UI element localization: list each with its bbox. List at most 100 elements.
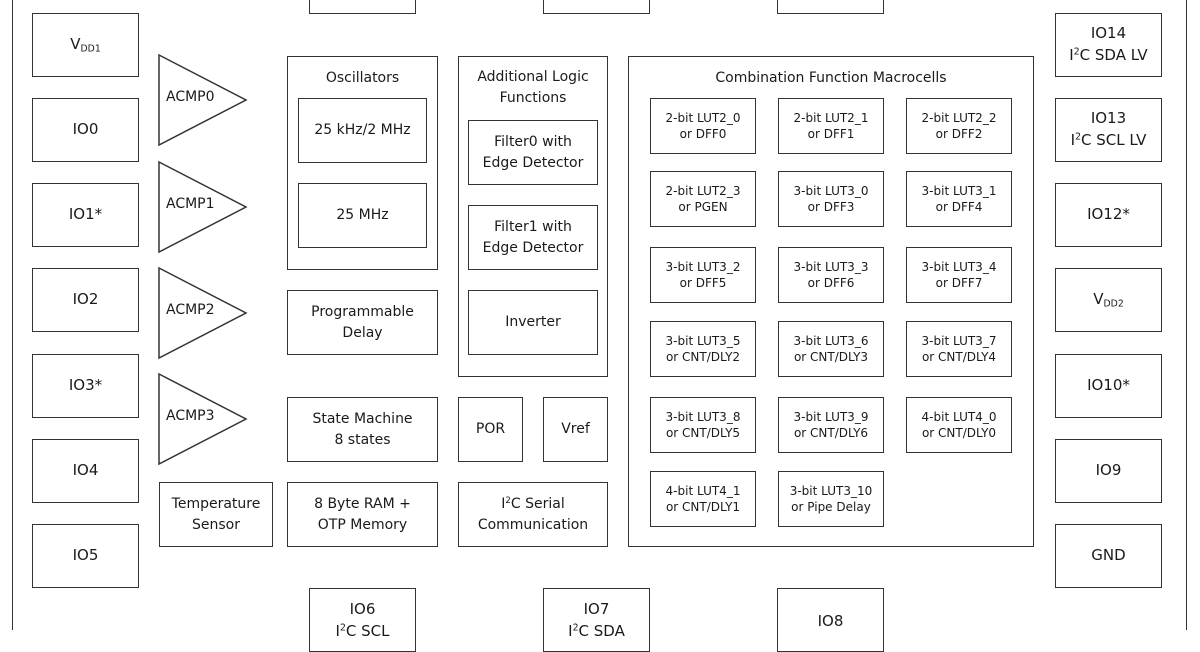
block-label: Filter1 with — [494, 219, 572, 236]
pin-label: IO13 — [1090, 109, 1127, 128]
acmp3-triangle — [158, 372, 248, 466]
pin-label-i: I — [1069, 46, 1074, 64]
oscillator-25mhz: 25 MHz — [298, 183, 427, 248]
top-pin-1 — [309, 0, 416, 14]
macrocell-line2: or CNT/DLY5 — [665, 426, 741, 440]
macrocell-line2: or Pipe Delay — [791, 500, 871, 514]
pin-label: GND — [1091, 546, 1126, 565]
oscillators-title: Oscillators — [325, 70, 400, 86]
block-label: State Machine — [312, 411, 413, 428]
macrocell-line2: or DFF6 — [807, 276, 855, 290]
pin-label-i: I — [568, 621, 573, 640]
macrocell-line1: 3-bit LUT3_1 — [921, 183, 997, 198]
pin-label-rest: C SDA — [578, 621, 625, 640]
pin-io4: IO4 — [32, 439, 139, 503]
macrocells-title: Combination Function Macrocells — [715, 70, 947, 86]
block-label: POR — [475, 421, 506, 438]
macrocell-line2: or DFF2 — [935, 127, 983, 141]
macrocell-line1: 3-bit LUT3_2 — [665, 259, 741, 274]
block-label: Vref — [561, 421, 590, 438]
macrocell-line2: or DFF3 — [807, 200, 855, 214]
macrocell-line1: 3-bit LUT3_6 — [793, 333, 869, 348]
pin-label: V — [70, 35, 81, 54]
block-label: Edge Detector — [482, 239, 584, 256]
macrocell-line1: 3-bit LUT3_0 — [793, 183, 869, 198]
block-label-i: I — [501, 496, 506, 513]
macrocell-line1: 2-bit LUT2_3 — [665, 183, 741, 198]
macrocell-line2: or DFF5 — [679, 276, 727, 290]
macrocell-line1: 3-bit LUT3_3 — [793, 259, 869, 274]
pin-label-rest: C SDA LV — [1079, 46, 1148, 64]
pin-io2: IO2 — [32, 268, 139, 332]
pin-label: IO2 — [72, 290, 99, 309]
pin-io5: IO5 — [32, 524, 139, 588]
block-label: 8 Byte RAM + — [314, 496, 411, 513]
pin-label-sup: 2 — [339, 622, 346, 634]
chip-outline-left — [12, 0, 13, 630]
pin-label-rest: C SCL LV — [1081, 131, 1147, 149]
macrocell-line2: or CNT/DLY3 — [793, 350, 869, 364]
pin-label: IO4 — [72, 461, 99, 480]
macrocell-line1: 3-bit LUT3_8 — [665, 409, 741, 424]
block-label-sup: 2 — [505, 496, 511, 506]
macrocell-line1: 3-bit LUT3_5 — [665, 333, 741, 348]
macrocell-line1: 2-bit LUT2_2 — [921, 110, 997, 125]
pin-label-i: I — [335, 621, 340, 640]
pin-label: IO10* — [1087, 376, 1130, 395]
pin-io8: IO8 — [777, 588, 884, 652]
block-label: 25 MHz — [336, 207, 389, 224]
pin-gnd: GND — [1055, 524, 1162, 588]
acmp3-label: ACMP3 — [166, 408, 215, 424]
acmp2-label: ACMP2 — [166, 302, 215, 318]
pin-label-sup: 2 — [1073, 46, 1080, 58]
block-label: Filter0 with — [494, 134, 572, 151]
macrocell-line2: or CNT/DLY4 — [921, 350, 997, 364]
pin-label-rest: C SCL — [345, 621, 390, 640]
acmp1-label: ACMP1 — [166, 196, 215, 212]
pin-io10: IO10* — [1055, 354, 1162, 418]
pin-label-sub: DD1 — [80, 43, 101, 55]
macrocell-line2: or DFF1 — [807, 127, 855, 141]
top-pin-2 — [543, 0, 650, 14]
macrocell-line1: 3-bit LUT3_9 — [793, 409, 869, 424]
block-label: Sensor — [192, 516, 240, 533]
macrocell-line2: or DFF7 — [935, 276, 983, 290]
chip-outline-right — [1186, 0, 1187, 630]
top-pin-3 — [777, 0, 884, 14]
ram-otp-memory: 8 Byte RAM +OTP Memory — [287, 482, 438, 547]
pin-label-i: I — [1070, 131, 1076, 149]
pin-label: IO5 — [72, 546, 99, 565]
macrocell-line2: or PGEN — [678, 200, 728, 214]
pin-io3: IO3* — [32, 354, 139, 418]
pin-label: IO9 — [1095, 461, 1122, 480]
pin-label-sup: 2 — [1075, 131, 1081, 143]
macrocell-line2: or CNT/DLY6 — [793, 426, 869, 440]
pin-io12: IO12* — [1055, 183, 1162, 247]
block-label: 25 kHz/2 MHz — [314, 122, 411, 139]
block-label: Temperature — [171, 496, 261, 513]
pin-io9: IO9 — [1055, 439, 1162, 503]
block-label: 8 states — [334, 431, 391, 448]
acmp1-triangle — [158, 160, 248, 254]
pin-io1: IO1* — [32, 183, 139, 247]
